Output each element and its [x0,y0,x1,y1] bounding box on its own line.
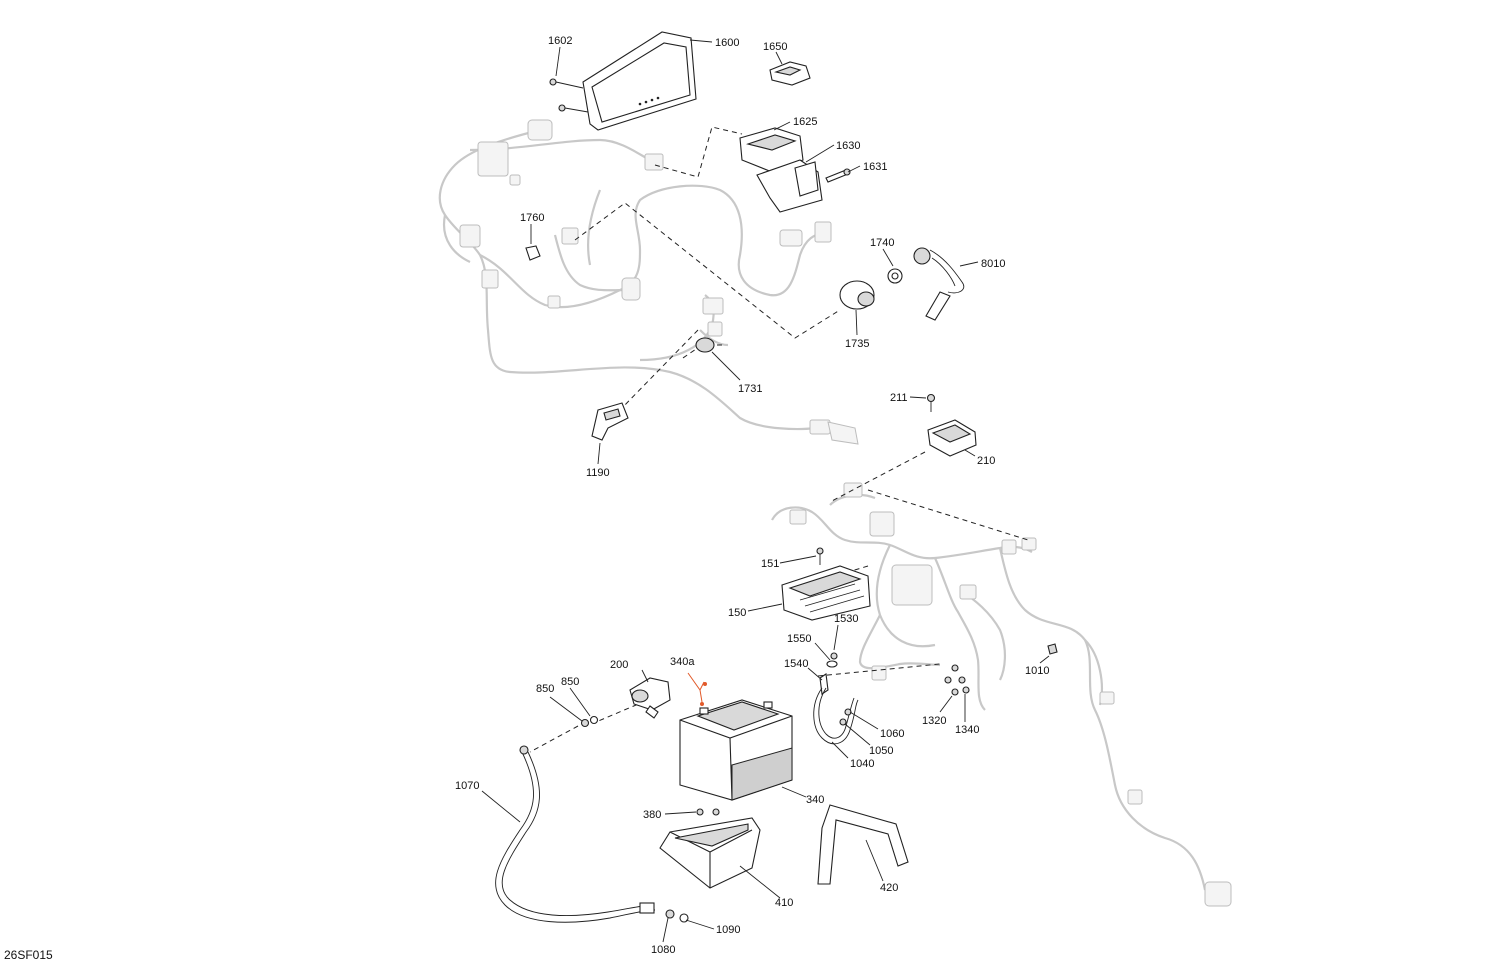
callout-1630: 1630 [836,140,860,152]
callout-340a: 340a [670,656,695,668]
callout-1540: 1540 [784,658,808,670]
callout-420: 420 [880,882,898,894]
callout-211: 211 [890,392,908,404]
upper-wiring-harness [438,119,859,445]
callout-1760: 1760 [520,212,544,224]
module-210 [927,419,977,457]
bracket-1630 [756,159,823,213]
callout-1650: 1650 [763,41,787,53]
callout-1320: 1320 [922,715,946,727]
screws-1602 [549,78,589,113]
callout-1530: 1530 [834,613,858,625]
clip-1760 [525,245,541,261]
callout-380: 380 [643,809,661,821]
screw-1631 [825,168,851,183]
callout-8010: 8010 [981,258,1005,270]
sensor-1190 [591,402,629,441]
bolt-211 [926,393,936,412]
nut-1740 [887,268,903,284]
relay-200 [629,677,671,719]
nuts-850 [580,715,599,728]
callout-850-a: 850 [536,683,554,695]
regulator-150 [781,565,871,621]
bolts-1320-1340 [944,664,970,696]
bolt-151 [816,547,824,565]
lanyard-8010 [913,247,965,321]
callout-labels: 1602 1600 1650 1625 1630 1631 1760 1740 … [455,35,1049,956]
callout-leaders [481,39,1050,943]
callout-1602: 1602 [548,35,572,47]
clip-1010 [1047,643,1058,655]
callout-340: 340 [806,794,824,806]
callout-1090: 1090 [716,924,740,936]
callout-1060: 1060 [880,728,904,740]
battery-340 [679,699,793,801]
callout-1735: 1735 [845,338,869,350]
callout-1340: 1340 [955,724,979,736]
callout-1080: 1080 [651,944,675,956]
callout-410: 410 [775,897,793,909]
connector-1650 [769,61,811,86]
grommet-1731 [695,337,715,353]
callout-850-b: 850 [561,676,579,688]
hardware-1080-1090 [665,909,689,923]
callout-210: 210 [977,455,995,467]
strap-420 [817,804,909,885]
callout-1631: 1631 [863,161,887,173]
callout-1731: 1731 [738,383,762,395]
cable-1070 [495,745,656,923]
callout-151: 151 [761,558,779,570]
callout-150: 150 [728,607,746,619]
hardware-1530-1550-1540 [819,652,838,695]
cable-1040 [813,687,859,745]
drawing-id: 26SF015 [4,948,53,962]
screws-380 [696,808,720,816]
callout-1600: 1600 [715,37,739,49]
callout-1740: 1740 [870,237,894,249]
callout-1070: 1070 [455,780,479,792]
callout-1040: 1040 [850,758,874,770]
module-1625 [739,127,804,173]
callout-1050: 1050 [869,745,893,757]
switch-1735 [839,280,875,310]
callout-1190: 1190 [586,467,610,479]
callout-1010: 1010 [1025,665,1049,677]
lower-wiring-harness [771,482,1232,907]
callout-1550: 1550 [787,633,811,645]
callout-200: 200 [610,659,628,671]
battery-tray-410 [659,817,761,889]
display-cluster-1600 [582,31,697,131]
callout-1625: 1625 [793,116,817,128]
